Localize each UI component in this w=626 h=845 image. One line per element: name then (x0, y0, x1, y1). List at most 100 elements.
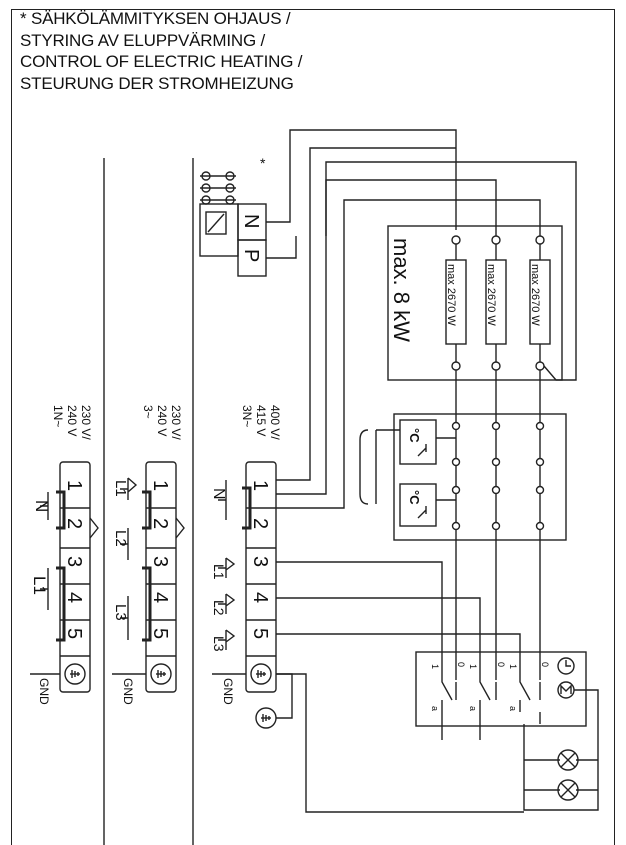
diagram-frame (11, 9, 615, 845)
terminal-number: 2 (149, 518, 171, 529)
supply-wire (276, 179, 497, 495)
l1-label: L1 (112, 480, 129, 497)
ground-icon (150, 663, 172, 685)
title-line-en: CONTROL OF ELECTRIC HEATING / (20, 52, 303, 71)
supply-arrow (120, 528, 129, 560)
l1-label: L1 (211, 564, 227, 580)
supply-arrow (218, 629, 236, 650)
supply-voltage-2: 415 V (254, 405, 268, 436)
terminal-number: 4 (63, 592, 85, 603)
title-line-fi: * SÄHKÖLÄMMITYKSEN OHJAUS / (20, 9, 291, 28)
terminal-number: 5 (149, 628, 171, 639)
thermostat-icon: °C (399, 419, 456, 465)
svg-text:°C: °C (407, 490, 422, 505)
jumper-bar (242, 486, 252, 530)
coil-icon (200, 171, 236, 205)
supply-voltage-1: 230 V/ (79, 405, 93, 440)
title-line-no: STYRING AV ELUPPVÄRMING / (20, 30, 266, 50)
gnd-label: GND (121, 678, 135, 705)
relay-switch: 1 0 a (430, 662, 466, 712)
thermostat-block: °C °C (359, 370, 567, 680)
jumper-bar (56, 490, 66, 530)
diagram-title: * SÄHKÖLÄMMITYKSEN OHJAUS / STYRING AV E… (20, 8, 302, 94)
svg-text:°C: °C (407, 428, 422, 443)
neutral-label: N (210, 488, 227, 500)
supply-arrow (120, 477, 138, 500)
ground-icon (255, 707, 277, 729)
svg-text:0: 0 (456, 662, 466, 667)
terminal-strip (59, 461, 91, 693)
wire-link (89, 517, 99, 539)
l2-label: L2 (211, 600, 227, 616)
relay-switch: 1 0 a (508, 662, 550, 712)
heater-element: max 2670 W (529, 235, 551, 371)
supply-voltage-1: 400 V/ (268, 405, 282, 440)
heater-element: max 2670 W (485, 235, 507, 371)
supply-phase: 1N~ (51, 405, 65, 427)
terminal-number: 3 (63, 556, 85, 567)
contactor-block: 1 0 a 1 0 a 1 0 a (276, 561, 599, 813)
indicator-lamp-icon (557, 749, 579, 771)
terminal-block-three-phase: 230 V/ 240 V 3~ 1 2 3 4 5 L1 L2 L3 (112, 405, 185, 705)
svg-text:1: 1 (430, 664, 440, 669)
jumper-bar (142, 490, 152, 530)
svg-text:max 2670 W: max 2670 W (529, 264, 541, 326)
supply-voltage-1: 230 V/ (169, 405, 183, 440)
terminal-number: 2 (249, 518, 271, 529)
phase-wire-l3 (276, 633, 521, 668)
jumper-bar (142, 566, 152, 642)
svg-text:0: 0 (540, 662, 550, 667)
heater-elements: max. 8 kW max 2670 W max 2670 W max 2670… (276, 147, 577, 509)
thermostat-icon: °C (399, 483, 456, 527)
svg-text:max 2670 W: max 2670 W (445, 264, 457, 326)
l3-label: L3 (211, 636, 227, 652)
thermostat-box (393, 413, 567, 541)
terminal-number: 1 (63, 480, 85, 491)
terminal-number: 1 (249, 480, 271, 491)
supply-phase: 3N~ (240, 405, 254, 427)
svg-text:max 2670 W: max 2670 W (485, 264, 497, 326)
max-power-label: max. 8 kW (389, 238, 414, 342)
p-terminal-label: P (240, 249, 262, 262)
supply-arrow (218, 480, 227, 520)
timer-icon (557, 657, 575, 675)
phase-wire-l1 (276, 561, 443, 668)
control-input-np: * N P (199, 129, 457, 277)
svg-text:a: a (468, 706, 478, 711)
neutral-label: N (32, 500, 51, 512)
svg-text:a: a (430, 706, 440, 711)
control-wire (266, 236, 297, 259)
title-line-de: STEURUNG DER STROMHEIZUNG (20, 73, 294, 93)
terminal-number: 1 (149, 480, 171, 491)
svg-text:0: 0 (496, 662, 506, 667)
control-wire (266, 129, 457, 230)
ground-wire (276, 673, 293, 719)
terminal-block-single-phase: 230 V/ 240 V 1N~ 1 2 3 4 5 N L1 (30, 405, 99, 705)
terminal-number: 2 (63, 518, 85, 529)
terminal-strip (245, 461, 277, 693)
supply-wire (276, 147, 456, 481)
indicator-lamp-icon (557, 779, 579, 801)
motor-icon (557, 681, 575, 699)
phase-wire-l2 (276, 597, 481, 668)
terminal-number: 3 (249, 556, 271, 567)
footnote-star: * (260, 155, 266, 171)
n-terminal-label: N (240, 214, 262, 228)
wire-link (175, 517, 185, 539)
supply-arrow (218, 557, 236, 578)
l2-label: L2 (112, 530, 129, 547)
l1-label: L1 (30, 576, 49, 595)
terminal-number: 5 (249, 628, 271, 639)
heater-wire (325, 161, 577, 381)
terminal-strip (145, 461, 177, 693)
contactor-box (415, 651, 587, 727)
relay-switch: 1 0 a (468, 662, 506, 712)
svg-text:1: 1 (468, 664, 478, 669)
temperature-sensor-icon (359, 429, 377, 505)
terminal-number: 4 (249, 592, 271, 603)
terminal-number: 3 (149, 556, 171, 567)
terminal-block-three-phase-neutral: 400 V/ 415 V 3N~ 1 2 3 4 5 N L1 L2 L3 (210, 405, 293, 729)
supply-phase: 3~ (141, 405, 155, 419)
terminal-number: 5 (63, 628, 85, 639)
